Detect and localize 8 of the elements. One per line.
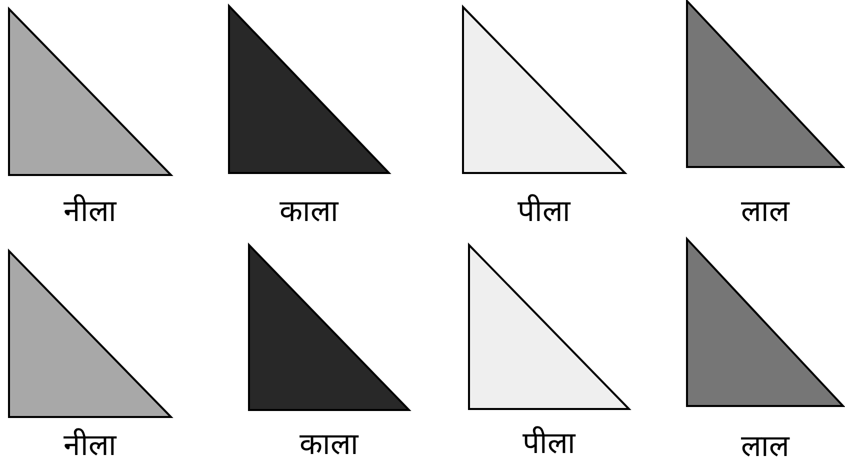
color-name: काला [280, 194, 338, 230]
color-name: लाल [741, 194, 789, 230]
color-name: नीला [64, 194, 116, 230]
color-name: नीला [64, 428, 116, 464]
color-name: लाल [741, 429, 789, 465]
color-name: पीला [522, 426, 576, 462]
color-name: पीला [518, 194, 570, 230]
color-name: काला [300, 427, 358, 463]
